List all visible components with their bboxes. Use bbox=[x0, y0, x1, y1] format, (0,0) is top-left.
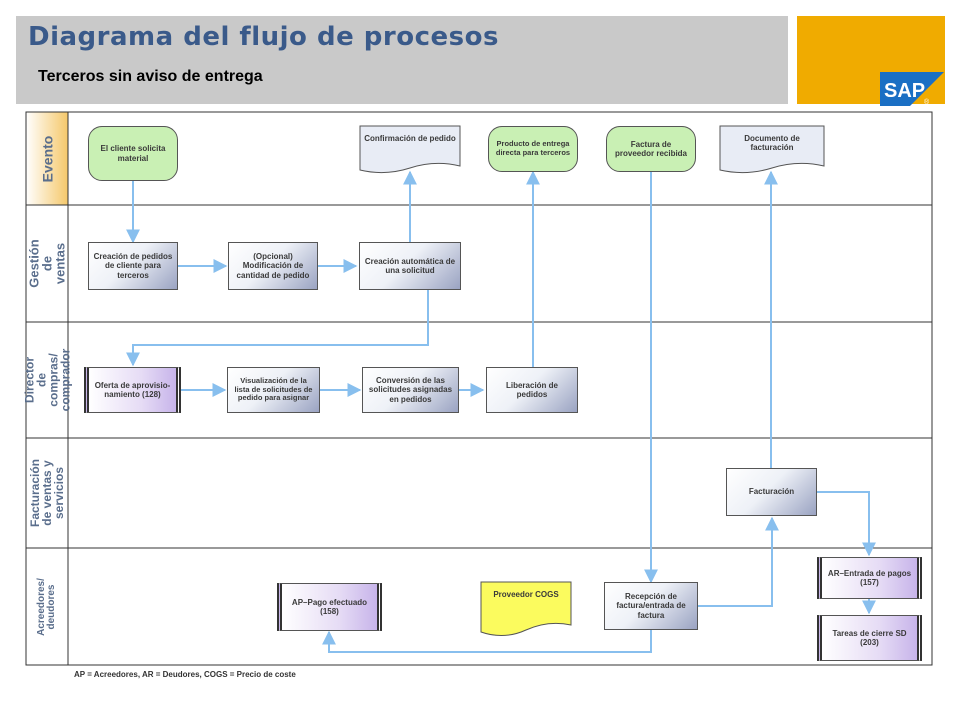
lane-label-acreedores: Acreedores/ deudores bbox=[36, 577, 57, 636]
proc-visualizacion-lista: Visualización de la lista de solicitudes… bbox=[227, 367, 320, 413]
doc-documento-facturacion: Documento de facturación bbox=[744, 134, 800, 153]
legend-footnote: AP = Acreedores, AR = Deudores, COGS = P… bbox=[74, 670, 296, 679]
lane-label-director: Director de compras/ comprador bbox=[22, 348, 72, 412]
doc-confirmacion-pedido: Confirmación de pedido bbox=[364, 134, 456, 143]
proc-conversion-solicitudes: Conversión de las solicitudes asignadas … bbox=[362, 367, 459, 413]
event-producto-entrega: Producto de entrega directa para tercero… bbox=[488, 126, 578, 172]
connector-recepcion-appago bbox=[322, 630, 652, 653]
proc-facturacion: Facturación bbox=[726, 468, 817, 516]
doc-shape-proveedor-cogs bbox=[480, 581, 572, 636]
proc-creacion-solicitud: Creación automática de una solicitud bbox=[359, 242, 461, 290]
swimlane-frame bbox=[25, 111, 933, 666]
connector-solicitud-oferta bbox=[126, 290, 429, 367]
page-subtitle: Terceros sin aviso de entrega bbox=[38, 68, 263, 85]
event-factura-proveedor: Factura de proveedor recibida bbox=[606, 126, 696, 172]
header-banner: Diagrama del flujo de procesos Terceros … bbox=[16, 16, 788, 104]
page-title: Diagrama del flujo de procesos bbox=[28, 22, 499, 52]
proc-creacion-pedidos: Creación de pedidos de cliente para terc… bbox=[88, 242, 178, 290]
registered-mark: ® bbox=[924, 98, 930, 106]
event-cliente-solicita: El cliente solicita material bbox=[88, 126, 178, 181]
lane-evento-bg bbox=[26, 112, 68, 205]
lane-label-gestion: Gestión de ventas bbox=[26, 239, 68, 288]
doc-proveedor-cogs: Proveedor COGS bbox=[493, 590, 559, 599]
sap-logo-text: SAP bbox=[884, 80, 925, 102]
connector-recepcion-facturacion bbox=[698, 516, 779, 607]
lane-label-facturacion: Facturación de ventas y servicios bbox=[28, 458, 67, 528]
proc-liberacion-pedidos: Liberación de pedidos bbox=[486, 367, 578, 413]
sap-logo: SAP ® bbox=[880, 72, 944, 106]
proc-modificacion-cantidad: (Opcional) Modificación de cantidad de p… bbox=[228, 242, 318, 290]
lane-gestion-bg bbox=[26, 205, 68, 322]
doc-shape-documento bbox=[719, 125, 825, 174]
lane-label-evento: Evento bbox=[39, 135, 55, 182]
subproc-oferta-aprovisionamiento: Oferta de aprovisio-namiento (128) bbox=[84, 367, 181, 413]
doc-shape-confirmacion bbox=[359, 125, 461, 174]
subproc-ap-pago: AP–Pago efectuado (158) bbox=[277, 583, 382, 631]
subproc-ar-entrada-pagos: AR–Entrada de pagos (157) bbox=[817, 557, 922, 599]
connector-facturacion-ar bbox=[817, 491, 876, 557]
proc-recepcion-factura: Recepción de factura/entrada de factura bbox=[604, 582, 698, 630]
sap-logo-shape bbox=[880, 72, 944, 106]
subproc-tareas-cierre: Tareas de cierre SD (203) bbox=[817, 615, 922, 661]
